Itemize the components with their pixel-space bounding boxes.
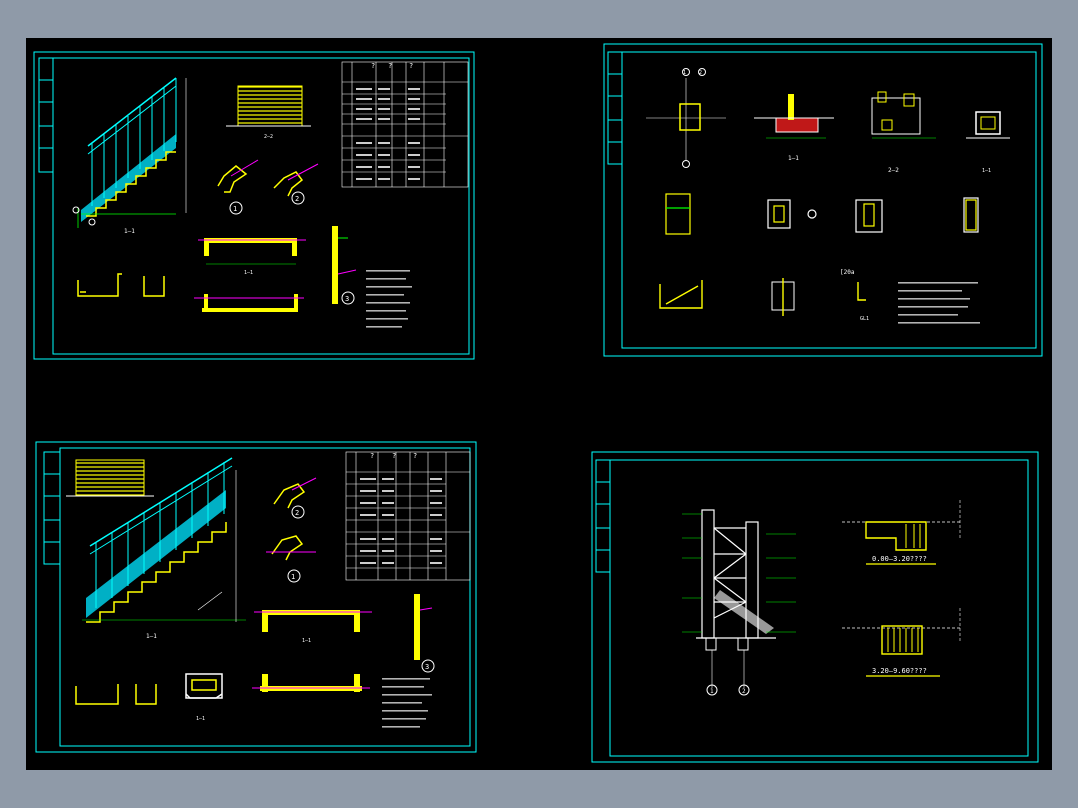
column-plan	[646, 68, 726, 168]
grid-marker: 1	[683, 70, 686, 76]
title-strip	[595, 459, 611, 573]
table-cell-text	[356, 88, 420, 180]
view-label: 1—1	[196, 716, 205, 722]
view-label: 2—2	[264, 134, 273, 140]
connection-detail-2: 2	[273, 163, 319, 205]
connection-details-row	[665, 193, 979, 235]
sheet-inner-border	[609, 459, 1029, 757]
drawing-sheet-stair-2[interactable]: 1—1 2 1	[35, 441, 477, 753]
table-header: ?	[370, 452, 374, 460]
connection-detail-1: 1	[266, 535, 316, 583]
detail-marker-1: 1	[233, 205, 237, 213]
grid-marker: 1	[710, 688, 714, 695]
table-header: ?	[409, 62, 413, 70]
stair-elevation	[72, 77, 187, 228]
connection-detail-1: 1	[217, 159, 259, 215]
connection-detail-2: 2	[273, 477, 317, 519]
footing-section	[754, 94, 834, 139]
detail-marker-3: 3	[425, 663, 429, 671]
column-detail-3: 3	[332, 226, 357, 305]
small-sections	[75, 673, 223, 705]
view-label: 1—1	[788, 155, 799, 162]
grating-section	[237, 85, 303, 127]
detail-marker-2: 2	[295, 509, 299, 517]
beam-section-2	[252, 674, 370, 692]
table-header: ?	[413, 452, 417, 460]
view-label: 1—1	[146, 633, 157, 640]
bracket-details	[659, 278, 866, 316]
sheet-outer-border	[35, 441, 477, 753]
beam-section-1	[198, 238, 306, 265]
sheet-outer-border	[591, 451, 1039, 763]
detail-marker-2: 2	[295, 195, 299, 203]
base-plate-detail	[871, 91, 936, 139]
detail-marker-1: 1	[291, 573, 295, 581]
drawing-sheet-section[interactable]: 1 2 0.00—3.20????	[591, 451, 1039, 763]
view-label: 1—1	[124, 228, 135, 235]
stair-elevation	[82, 457, 246, 623]
detail-marker-3: 3	[345, 295, 349, 303]
table-header: ?	[392, 452, 396, 460]
grid-marker: 2	[699, 70, 702, 76]
cad-model-space[interactable]: 1—1 2—2 1 2	[26, 38, 1052, 770]
table-header: ?	[388, 62, 392, 70]
sheet-inner-border	[52, 57, 470, 355]
notes-text	[382, 678, 432, 728]
hollow-section	[966, 111, 1010, 139]
view-label: 2—2	[888, 167, 899, 174]
title-strip	[43, 451, 61, 565]
notes-text	[898, 282, 980, 324]
view-label: 1—1	[302, 638, 311, 644]
view-label: 1—1	[244, 270, 253, 276]
section-tag: [20a	[840, 269, 855, 276]
table-header: ?	[371, 62, 375, 70]
stair-plan-upper	[842, 500, 962, 565]
plan-label: 3.20—9.60????	[872, 667, 927, 675]
table-cell-text	[360, 478, 442, 564]
notes-text	[366, 270, 412, 328]
material-table	[345, 451, 471, 581]
beam-section-1	[254, 610, 372, 632]
title-strip	[607, 51, 623, 165]
drawing-sheet-details[interactable]: 1 2 1—1 2—2	[603, 43, 1043, 357]
column-detail-3: 3	[414, 594, 435, 673]
stair-plan-lower	[842, 608, 962, 677]
title-strip	[38, 57, 54, 173]
sheet-inner-border	[59, 447, 471, 747]
sheet-inner-border	[621, 51, 1037, 349]
sheet-outer-border	[603, 43, 1043, 357]
beam-section-2	[194, 294, 304, 312]
material-table	[341, 61, 469, 188]
plan-label: 0.00—3.20????	[872, 555, 927, 563]
small-sections	[77, 273, 165, 297]
stair-tower-section	[682, 509, 796, 696]
grid-marker: 2	[742, 688, 746, 695]
drawing-sheet-stair-1[interactable]: 1—1 2—2 1 2	[33, 51, 475, 360]
view-label: GL1	[860, 316, 869, 322]
view-label: 1—1	[982, 168, 991, 174]
sheet-outer-border	[33, 51, 475, 360]
grating-section	[75, 459, 145, 497]
